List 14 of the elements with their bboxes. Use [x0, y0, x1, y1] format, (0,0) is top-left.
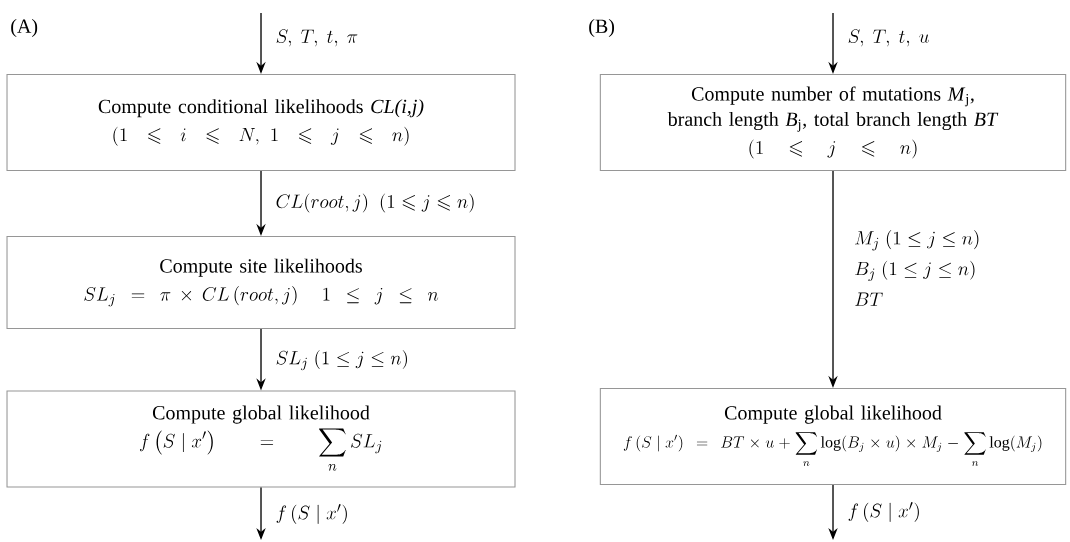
- edge-label: $SL_j\ (1\le j\le n)$: [276, 349, 407, 371]
- edge-label: $CL(root,j)\ \ (1\leqslant j\leqslant n)$: [276, 193, 474, 213]
- process-box: Compute conditional likelihoods CL(i,j) $(1\leqslant i\leqslant N,\ 1\leqslant j\leqslant n)$: [6, 73, 516, 172]
- edge-label: $S,\ T,\ t,\ u$: [848, 29, 929, 47]
- panel-label: (A): [11, 18, 38, 38]
- edge-label: $f\left(S\mid x'\right)$: [848, 502, 919, 522]
- process-box: Compute site likelihoods $SL_j = \pi \times CL\left(root, j\right)\quad 1 \le j \le n$: [6, 235, 516, 330]
- edge-label: $\begin{array}{l} M_j\ (1\le j\le n)\\[4pt] B_j\ (1\le j\le n)\\[4pt] BT\end{array}$: [855, 230, 979, 306]
- edge-label: $S,\ T,\ t,\ \pi$: [276, 29, 358, 47]
- panel-label: (B): [589, 18, 615, 38]
- process-box: Compute number of mutations M$_{j}$, branch length B$_{j}$, total branch length BT $(1\leqslant j\leqslant n)$: [599, 73, 1067, 172]
- process-box: Compute global likelihood $f\left(S \mid x'\right) \;=\; \sum_n SL_j$: [6, 390, 516, 488]
- process-box: Compute global likelihood $f\left(S \mid x'\right) \;=\; BT\times u+\sum_n \log(B_j\times u)\times M_j-\sum_n \log(M_j)$: [599, 387, 1067, 486]
- edge-label: $f\left(S\mid x'\right)$: [276, 504, 347, 524]
